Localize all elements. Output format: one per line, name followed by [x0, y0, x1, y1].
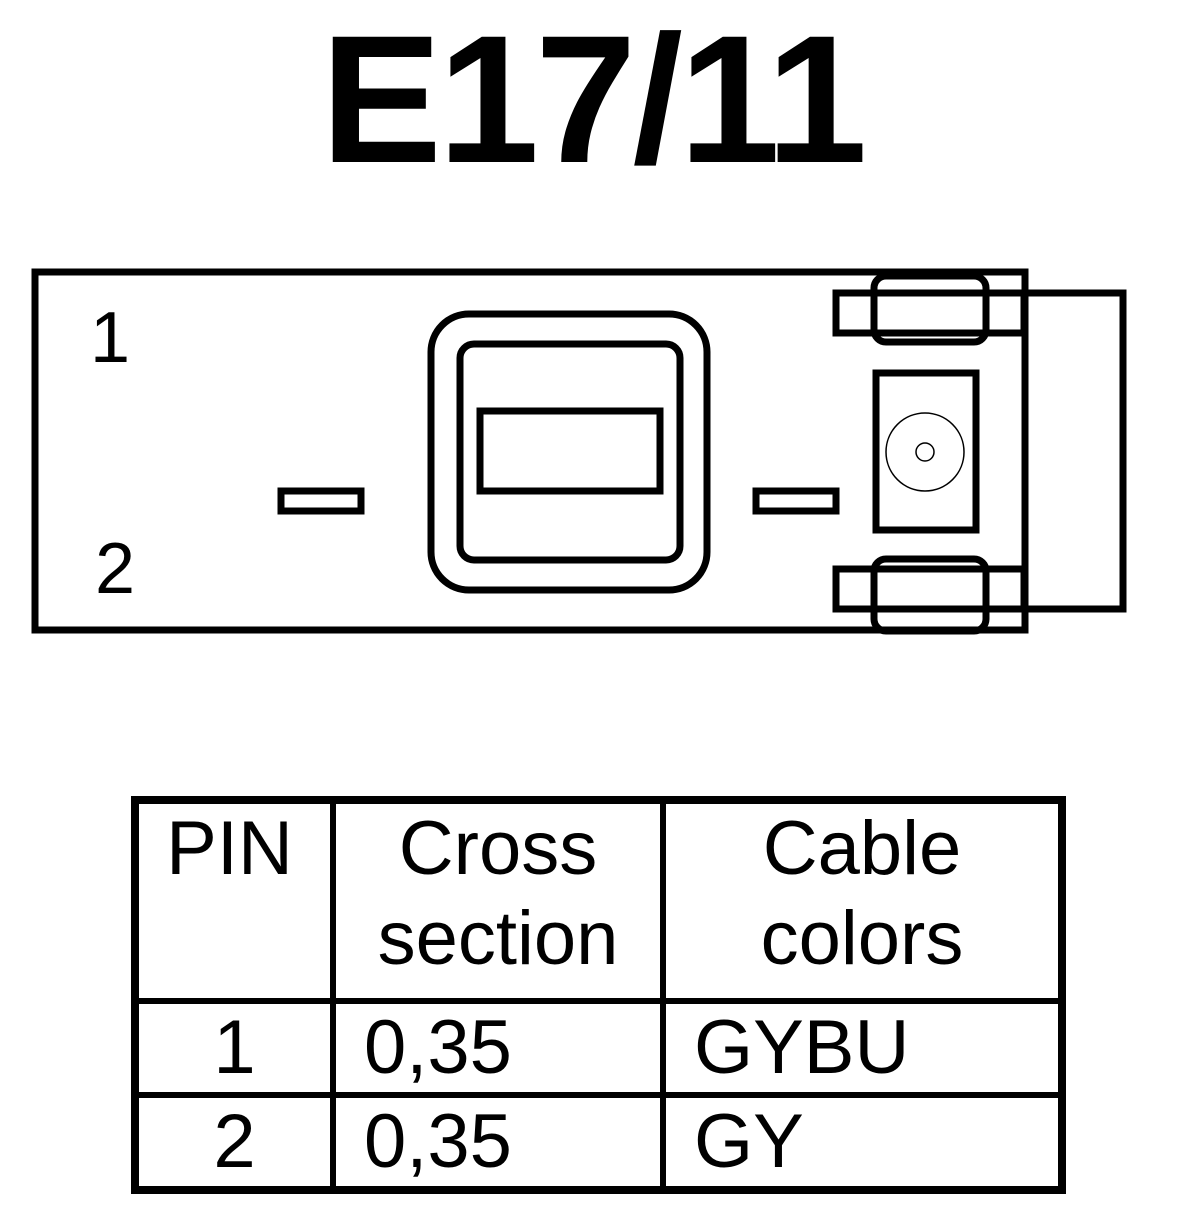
- header-cross-section: Cross section: [330, 797, 666, 1004]
- wire-loop: [1024, 289, 1127, 613]
- bottom-bracket-inner: [870, 555, 990, 635]
- pin-label-1: 1: [90, 298, 130, 378]
- left-slot: [277, 487, 365, 515]
- table-row: 2 0,35 GY: [132, 1092, 1065, 1193]
- latch-window: [476, 407, 664, 495]
- screw-outer-icon: [885, 412, 965, 492]
- header-cross-line-1: Cross: [398, 806, 598, 891]
- row-cable-color: GYBU: [660, 998, 1065, 1098]
- bottom-bracket-outer: [832, 565, 1028, 613]
- row-cable-color: GY: [660, 1092, 1065, 1193]
- connector-housing: [31, 268, 1029, 634]
- right-slot: [752, 487, 840, 515]
- row-cross-section: 0,35: [330, 998, 666, 1098]
- latch-outer-frame: [427, 310, 711, 594]
- header-colors-line-1: Cable: [762, 806, 962, 891]
- header-cross-line-2: section: [377, 896, 619, 981]
- header-cable-colors: Cable colors: [660, 797, 1065, 1004]
- top-bracket-outer: [832, 289, 1028, 337]
- header-pin: PIN: [132, 797, 336, 1004]
- row-cross-section: 0,35: [330, 1092, 666, 1193]
- screw-center-icon: [915, 442, 935, 462]
- latch-inner-frame: [456, 340, 684, 564]
- table-header-row: PIN Cross section Cable colors: [132, 797, 1065, 1004]
- row-pin: 2: [132, 1092, 336, 1193]
- pin-table: PIN Cross section Cable colors 1 0,35 GY…: [131, 796, 1066, 1194]
- row-pin: 1: [132, 998, 336, 1098]
- connector-drawing: 1 2: [31, 268, 1127, 635]
- connector-title: E17/11: [320, 0, 868, 201]
- header-colors-line-2: colors: [760, 896, 964, 981]
- table-row: 1 0,35 GYBU: [132, 998, 1065, 1098]
- pin-label-2: 2: [95, 529, 135, 609]
- screw-housing: [872, 369, 980, 534]
- top-bracket-inner: [870, 272, 990, 346]
- header-pin-label: PIN: [166, 806, 293, 891]
